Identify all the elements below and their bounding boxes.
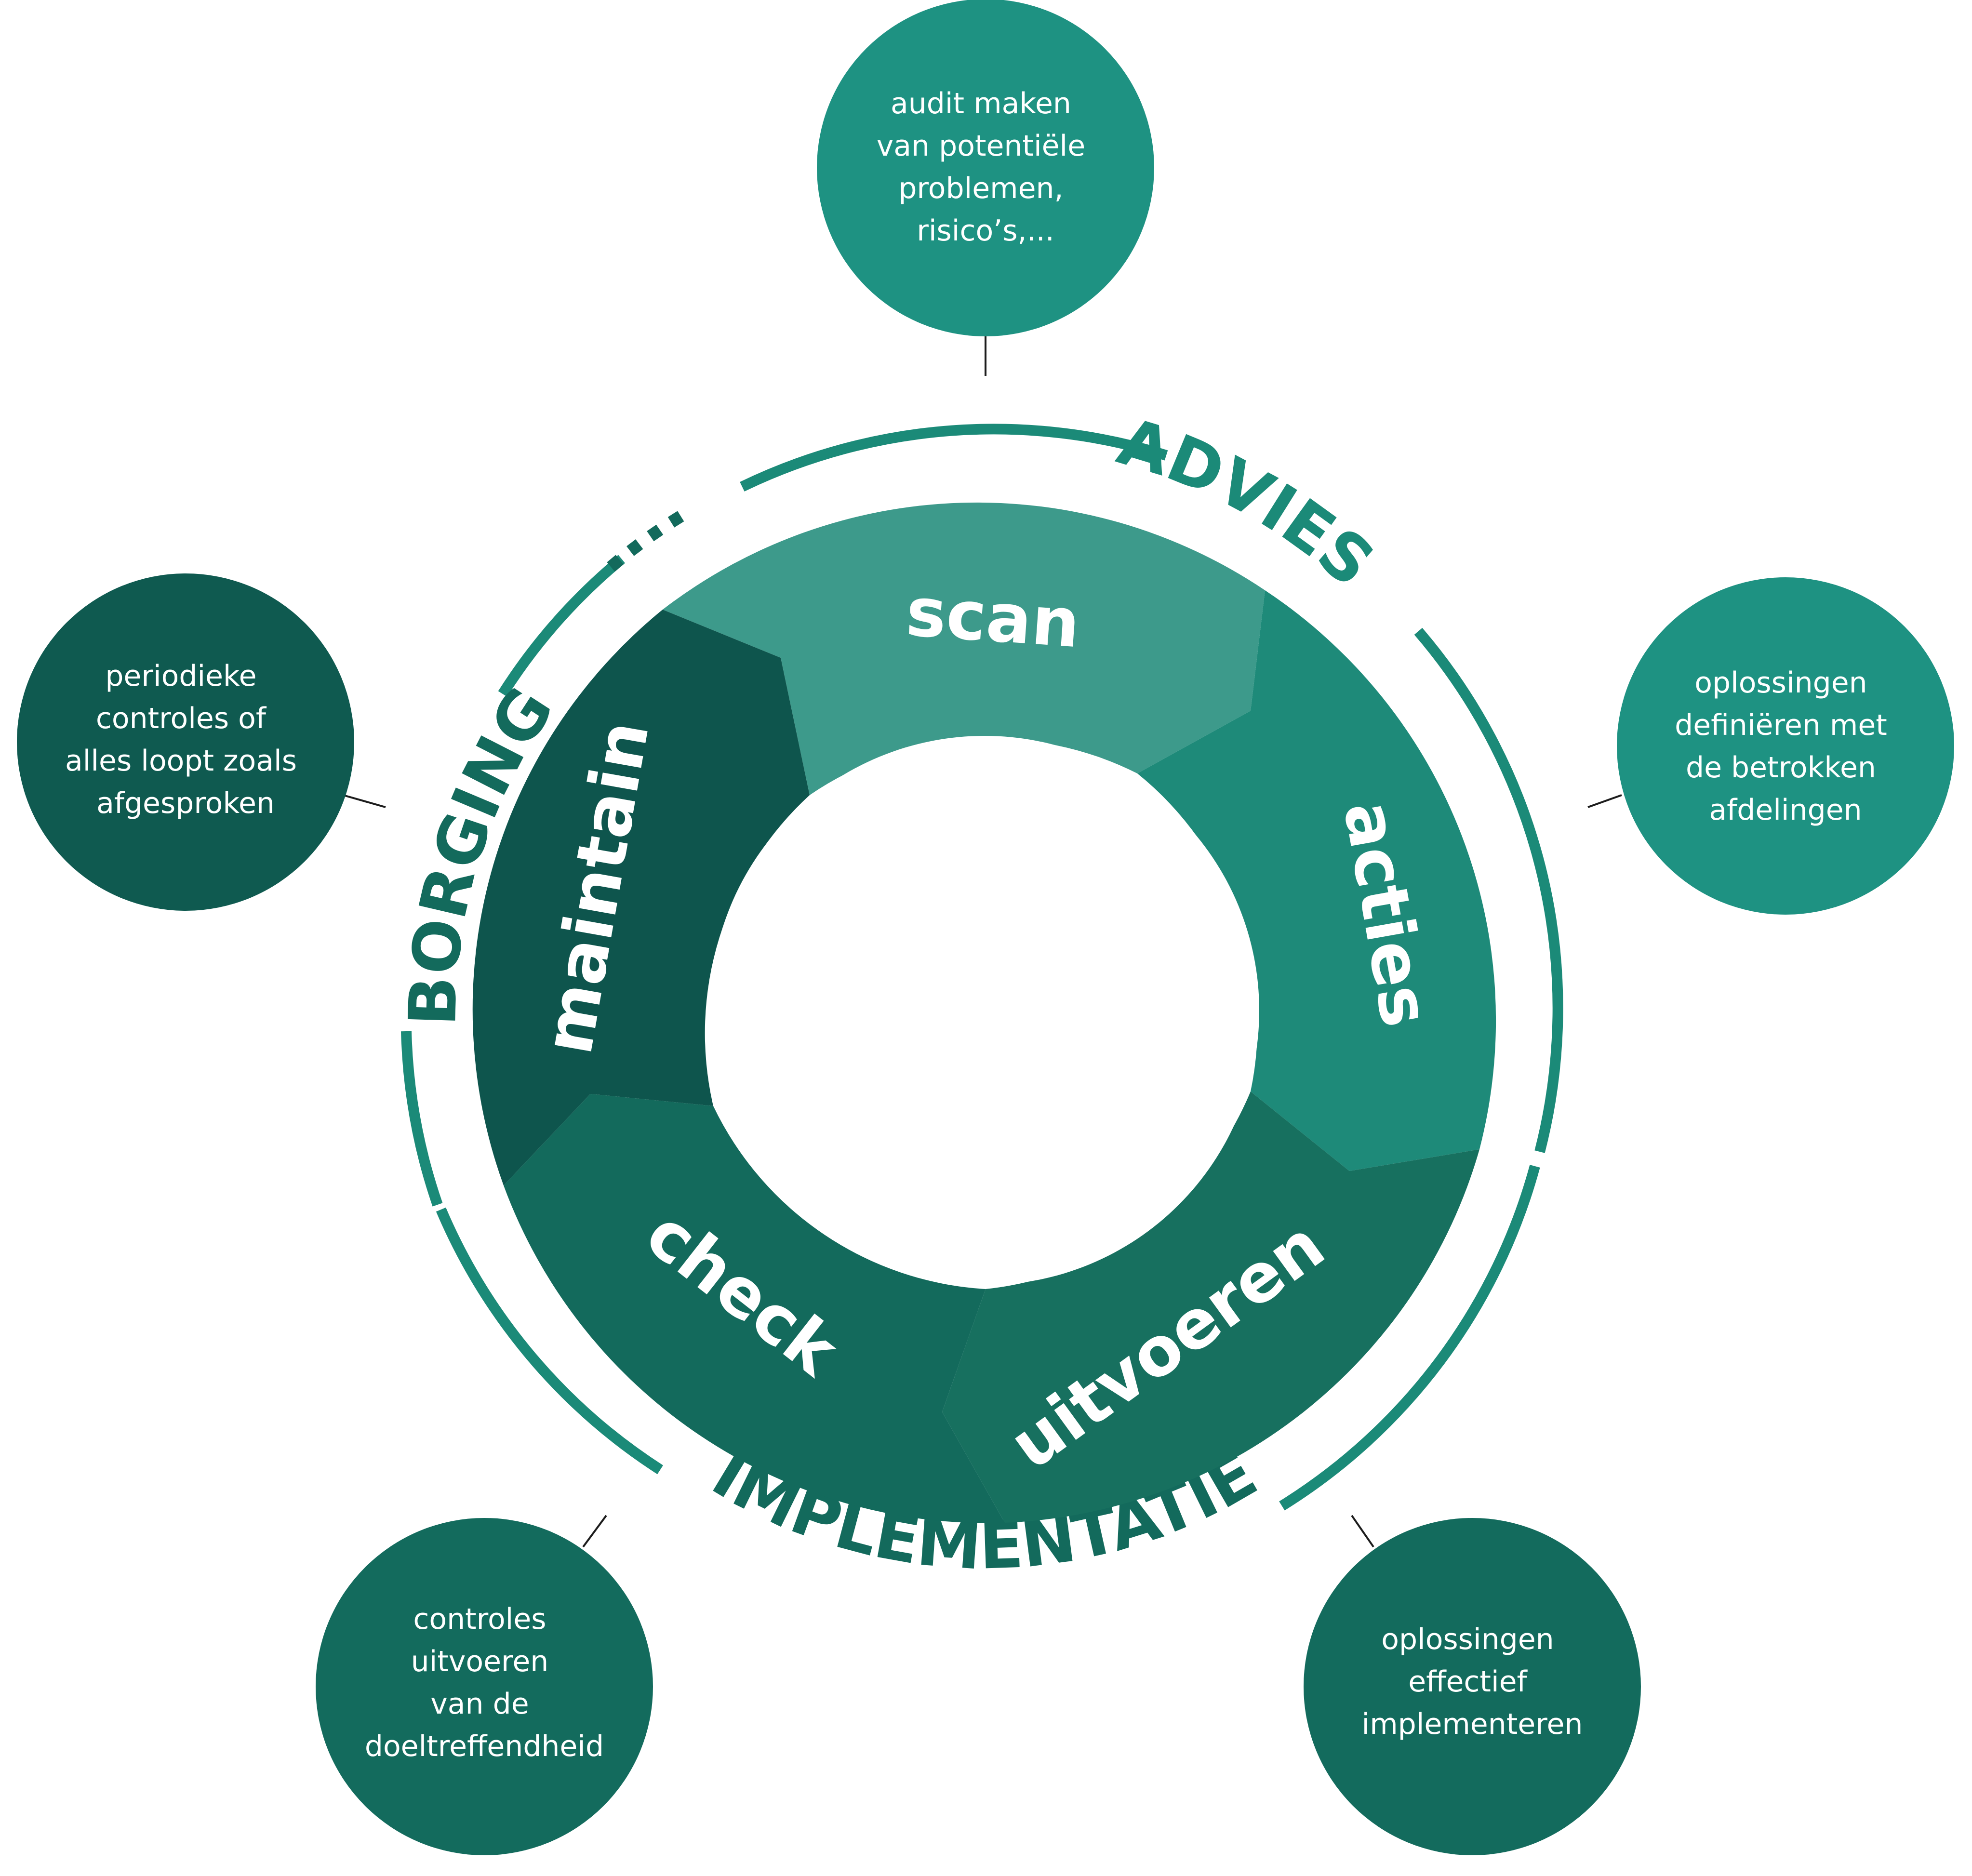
ring-arc-bottom-left bbox=[436, 1207, 663, 1475]
bubble-right-circle bbox=[1617, 577, 1954, 915]
ring-arc-bottom-right bbox=[1279, 1165, 1540, 1511]
segment-acties bbox=[1137, 590, 1496, 1171]
segment-label-scan: scan bbox=[904, 573, 1082, 664]
bubble-top-text: audit maken van potentiële problemen, ri… bbox=[877, 87, 1094, 248]
segment-check bbox=[504, 1094, 1005, 1523]
bubble-bottom-right-text: oplossingen effectief implementeren bbox=[1362, 1623, 1583, 1741]
bubble-bottom-left-text: controles uitvoeren van de doeltreffendh… bbox=[365, 1602, 604, 1763]
bubble-top: audit maken van potentiële problemen, ri… bbox=[817, 0, 1154, 336]
bubble-bottom-left: controles uitvoeren van de doeltreffendh… bbox=[316, 1518, 653, 1855]
ring-label-dots: .... bbox=[571, 467, 698, 588]
connectors bbox=[343, 335, 1622, 1548]
donut-hole bbox=[710, 736, 1259, 1285]
donut bbox=[472, 502, 1496, 1523]
connector-bottom-left bbox=[582, 1515, 607, 1548]
bubble-right: oplossingen definiëren met de betrokken … bbox=[1617, 577, 1954, 915]
bubble-left: periodieke controles of alles loopt zoal… bbox=[17, 573, 354, 911]
connector-bottom-right bbox=[1351, 1515, 1374, 1548]
bubble-bottom-right-circle bbox=[1304, 1518, 1641, 1855]
bubble-top-circle bbox=[817, 0, 1154, 336]
outer-ring bbox=[401, 424, 1563, 1511]
ring-arc-left-low bbox=[401, 1031, 443, 1207]
bubble-left-circle bbox=[17, 573, 354, 911]
segment-maintain bbox=[472, 610, 810, 1185]
segment-uitvoeren bbox=[942, 1091, 1479, 1523]
connector-right bbox=[1587, 794, 1622, 808]
bubble-bottom-right: oplossingen effectief implementeren bbox=[1304, 1518, 1641, 1855]
connector-left bbox=[343, 794, 386, 808]
ring-arc-top bbox=[740, 424, 1168, 492]
segment-scan bbox=[663, 502, 1265, 795]
ring-arc-right bbox=[1414, 627, 1563, 1153]
ring-arc-left-high bbox=[498, 555, 626, 697]
bubble-bottom-left-circle bbox=[316, 1518, 653, 1855]
bubble-left-text: periodieke controles of alles loopt zoal… bbox=[65, 659, 306, 820]
bubble-right-text: oplossingen definiëren met de betrokken … bbox=[1675, 666, 1896, 827]
